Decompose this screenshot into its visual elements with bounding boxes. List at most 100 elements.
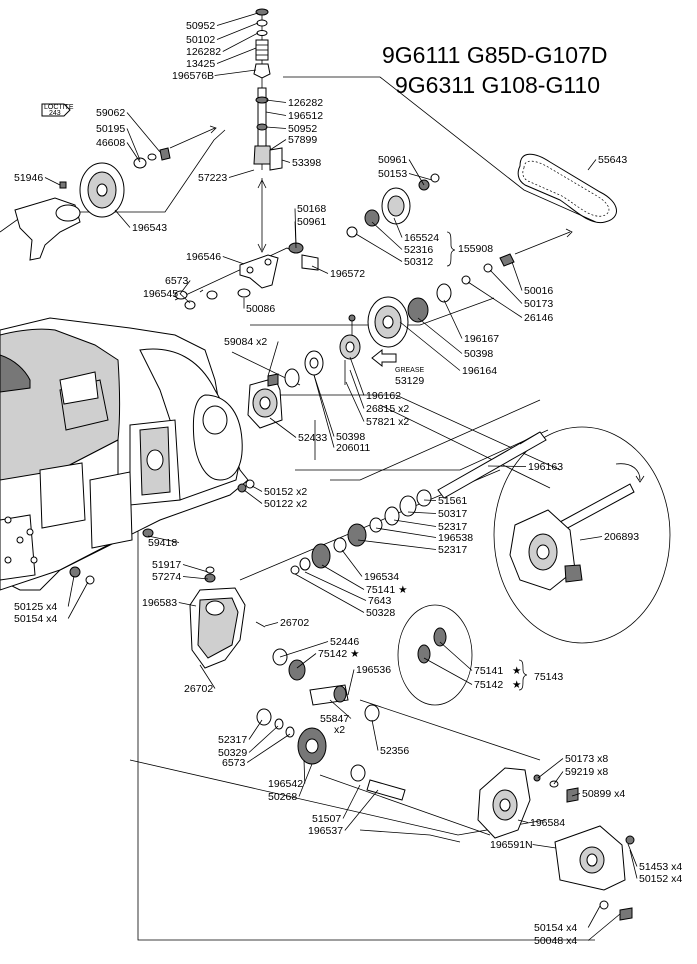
part-label: 196536 [356,664,391,676]
part-label: 155908 [458,243,493,255]
leader-line [467,281,523,318]
part-label: 196583 [142,597,177,609]
part-label: 50048 x4 [534,935,577,947]
part-label: 196538 [438,532,473,544]
part-label: 55643 [598,154,627,166]
part-label: 57899 [288,134,317,146]
leader-line [178,602,197,607]
leader-line [393,217,403,238]
leader-line [67,575,75,607]
leader-line [349,369,365,409]
part-label: 196164 [462,365,497,377]
pulley-196164-group [284,228,573,388]
part-label: 50961 [297,216,326,228]
part-label: 50952 [186,20,215,32]
loctite-tag-line-2: 243 [49,110,61,117]
part-label: 52356 [380,745,409,757]
leader-line [487,465,527,467]
part-label: 165524 [404,232,439,244]
leader-line [182,576,209,580]
model-title-line-2: 9G6311 G108-G110 [395,72,600,98]
leader-line [246,733,291,763]
part-label: 59418 [148,537,177,549]
leader-line [355,233,403,262]
leader-line [375,527,437,538]
leader-line [627,843,638,867]
leader-line [179,293,191,304]
leader-line [345,381,365,422]
gear-75141-inset [433,627,447,647]
leader-line [537,758,564,779]
part-label: 50125 x4 [14,601,57,613]
leader-line [269,417,297,438]
part-label: 75141 [474,665,503,677]
leader-line [347,669,355,696]
part-label: 52433 [298,432,327,444]
part-label: 196545 [143,288,178,300]
leader-line [298,763,313,797]
leader-line [393,519,437,527]
part-label: 51946 [14,172,43,184]
part-label: 50398 [464,348,493,360]
leader-line [294,221,297,249]
leader-line [407,511,437,514]
part-label: 196543 [132,222,167,234]
leader-line [126,128,141,161]
part-label: 50102 [186,34,215,46]
grease-arrow-icon [371,348,397,368]
leader-line [182,564,209,573]
leader-line [571,793,581,797]
part-label: 57223 [198,172,227,184]
gear-stack-upper [290,506,400,575]
part-label: 6573 [165,275,189,287]
leader-line [67,581,89,619]
part-label: 196591N [490,839,533,851]
part-label: 126282 [288,97,323,109]
leader-line [265,99,287,103]
control-rod-assembly [184,8,319,310]
part-label: 126282 [186,46,221,58]
part-label: 51917 [152,559,181,571]
leader-line [349,356,365,396]
gearbox-case-196583 [189,566,266,669]
part-label: 50154 x4 [14,613,57,625]
part-label: 52446 [330,636,359,648]
leader-line [417,317,463,354]
leader-line [279,641,329,658]
part-label: 50086 [246,303,275,315]
tiller-housing [0,317,249,591]
bracket-75143 [518,659,528,691]
leader-line [267,341,279,377]
part-label: 75142 ★ [318,648,360,660]
gear-stack-lower [256,648,406,801]
leader-line [222,32,259,52]
leader-line [126,112,161,153]
part-label: 50952 [288,123,317,135]
part-label: 51561 [438,495,467,507]
part-label: 50153 [378,168,407,180]
part-label: 196576B [172,70,214,82]
leader-line [243,489,263,504]
part-label: 50152 x4 [639,873,682,885]
leader-line [228,169,255,178]
part-label: x2 [334,724,345,736]
part-label: 196162 [366,390,401,402]
leader-line [587,913,621,941]
leader-line [321,564,365,590]
leader-line [264,622,279,627]
leader-line [532,844,557,849]
part-label: 196584 [530,817,565,829]
part-label: 55847 [320,713,349,725]
leader-line [579,536,603,541]
leader-line [216,22,259,40]
part-label: 75141 ★ [366,584,408,596]
leader-line [423,657,473,685]
part-label: 50268 [268,791,297,803]
part-label: 57821 x2 [366,416,409,428]
part-label: 51507 [312,813,341,825]
part-label: 50329 [218,747,247,759]
part-labels: 509525010212628213425196576B126282196512… [14,20,682,947]
part-label: ★ [512,679,522,691]
leader-line [489,269,523,304]
loctite-tag-line-1: LOCTITE [44,104,74,111]
